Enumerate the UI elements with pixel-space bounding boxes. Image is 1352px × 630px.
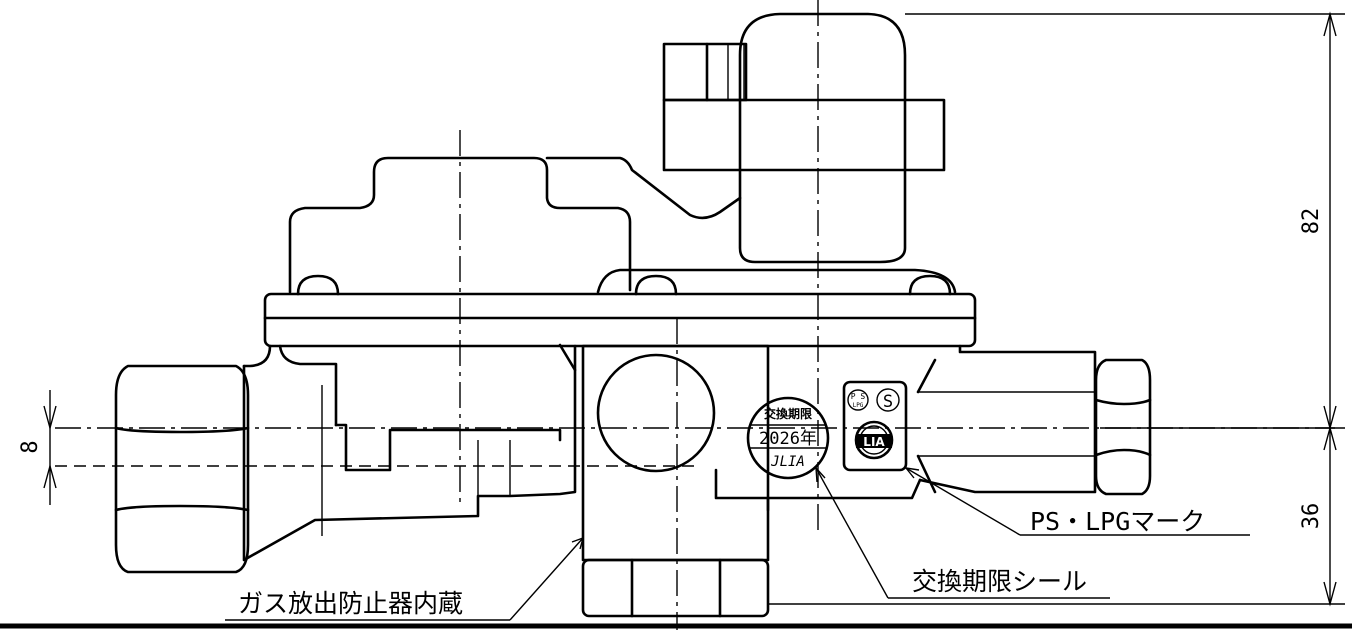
seal-line1: 交換期限 bbox=[764, 406, 812, 421]
dimensions: 82 36 8 bbox=[18, 11, 1345, 607]
dimension-8: 8 bbox=[18, 440, 43, 453]
top-cap bbox=[662, 12, 946, 172]
left-bonnet bbox=[288, 156, 742, 294]
bottom-nut bbox=[581, 558, 770, 618]
outlet-hex-nut bbox=[1094, 358, 1152, 496]
lia-band bbox=[856, 434, 892, 448]
callouts: PS・LPGマーク 交換期限シール ガス放出防止器内蔵 bbox=[225, 466, 1250, 621]
ps-mark-top: P S bbox=[851, 392, 866, 401]
s-mark: S bbox=[883, 392, 893, 412]
flange bbox=[263, 292, 977, 348]
bolt-heads bbox=[296, 274, 952, 296]
inlet-hex-fitting bbox=[114, 364, 250, 574]
dimension-82: 82 bbox=[1299, 208, 1324, 235]
expiry-seal-label: 交換期限シール bbox=[912, 567, 1087, 596]
body bbox=[242, 343, 1097, 562]
expiry-seal: 交換期限 2026年 JLIA bbox=[746, 396, 830, 480]
seal-line3: JLIA bbox=[770, 454, 805, 470]
seal-line2: 2026年 bbox=[759, 429, 817, 449]
neck bbox=[596, 168, 957, 294]
gas-release-preventer-label: ガス放出防止器内蔵 bbox=[238, 589, 463, 618]
ps-lpg-mark-label: PS・LPGマーク bbox=[1030, 507, 1205, 536]
dimension-36: 36 bbox=[1299, 503, 1324, 530]
ps-mark-bottom: LPG bbox=[853, 402, 864, 409]
ps-lpg-mark-plate: P S LPG S LIA bbox=[842, 380, 908, 472]
lia-mark: LIA bbox=[863, 435, 885, 449]
